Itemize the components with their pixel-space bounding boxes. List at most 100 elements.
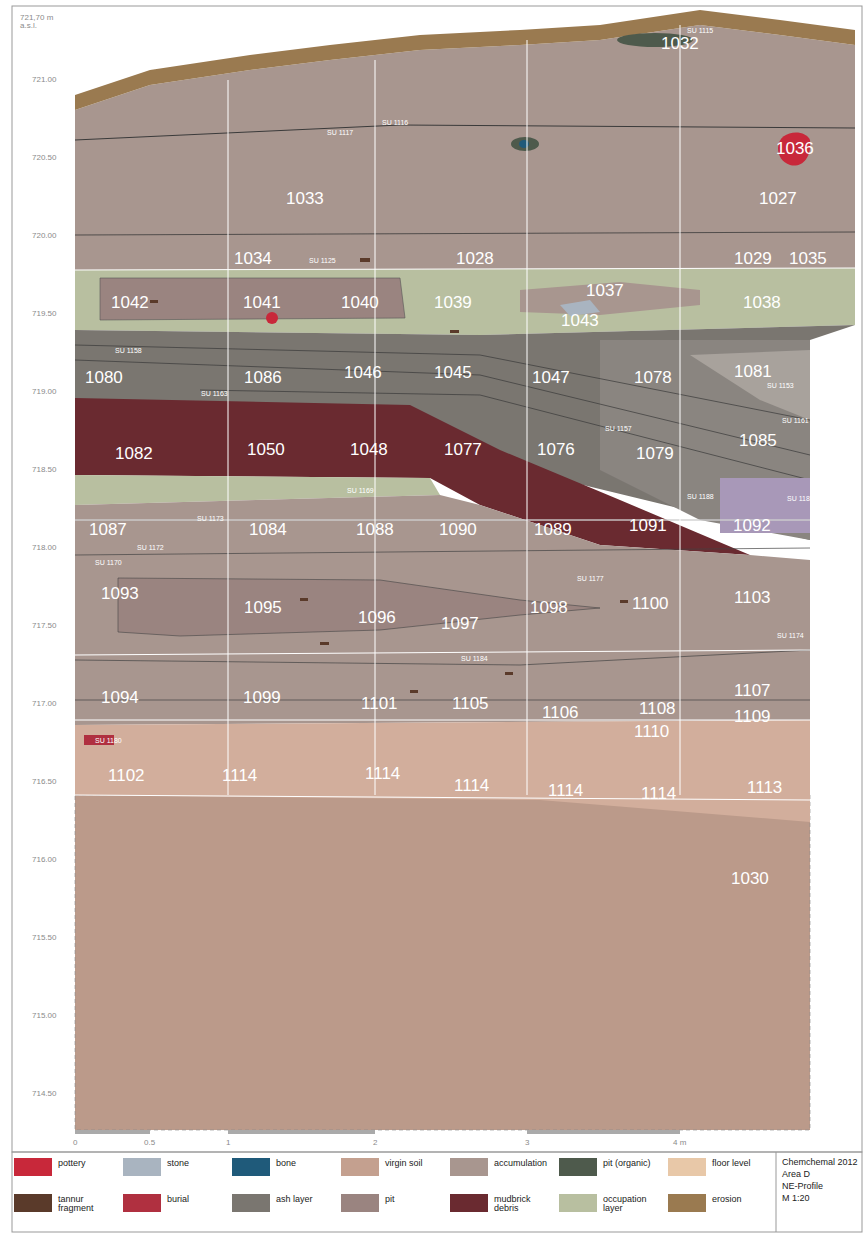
- su-number: 1106: [542, 704, 579, 721]
- su-number: 1092: [733, 517, 771, 534]
- su-label: SU 1188: [687, 493, 714, 500]
- title-block-text: Area D: [782, 1170, 810, 1179]
- elevation-label: 715.00: [32, 1012, 56, 1020]
- su-number: 1109: [734, 708, 771, 725]
- su-number: 1086: [244, 369, 282, 386]
- legend-text: virgin soil: [385, 1159, 435, 1168]
- su-number: 1033: [286, 190, 324, 207]
- su-number: 1108: [639, 700, 676, 717]
- su-number: 1088: [356, 521, 394, 538]
- elevation-label: 717.00: [32, 700, 56, 708]
- legend-text: mudbrick debris: [494, 1195, 544, 1214]
- su-number: 1076: [537, 441, 575, 458]
- legend-swatch: [123, 1158, 161, 1176]
- su-number: 1082: [115, 445, 153, 462]
- su-number: 1098: [530, 599, 568, 616]
- su-number: 1094: [101, 689, 139, 706]
- title-block-text: M 1:20: [782, 1194, 810, 1203]
- su-label: SU 1169: [347, 487, 374, 494]
- title-block-text: Chemchemal 2012: [782, 1158, 858, 1167]
- legend-swatch: [14, 1158, 52, 1176]
- scale-label: 0: [73, 1139, 77, 1147]
- su-number: 1096: [358, 609, 396, 626]
- su-label: SU 1161: [782, 417, 809, 424]
- su-number: 1028: [456, 250, 494, 267]
- elevation-label: 716.00: [32, 856, 56, 864]
- legend-swatch: [559, 1194, 597, 1212]
- su-label: SU 1174: [777, 632, 804, 639]
- legend-swatch: [232, 1194, 270, 1212]
- su-label: SU 1184: [461, 655, 488, 662]
- su-number: 1039: [434, 294, 472, 311]
- su-number: 1041: [243, 294, 281, 311]
- elevation-label: 717.50: [32, 622, 56, 630]
- su-label: SU 1163: [201, 390, 228, 397]
- su-number: 1048: [350, 441, 388, 458]
- su-number: 1035: [789, 250, 827, 267]
- su-number: 1045: [434, 364, 472, 381]
- legend-swatch: [14, 1194, 52, 1212]
- su-number: 1036: [776, 140, 814, 157]
- su-number: 1114: [365, 765, 400, 782]
- su-number: 1084: [249, 521, 287, 538]
- elevation-label: 721.00: [32, 76, 56, 84]
- su-number: 1042: [111, 294, 149, 311]
- scale-label: 1: [226, 1139, 230, 1147]
- legend-text: bone: [276, 1159, 326, 1168]
- legend-swatch: [232, 1158, 270, 1176]
- elevation-label: 715.50: [32, 934, 56, 942]
- su-number: 1027: [759, 190, 797, 207]
- su-number: 1078: [634, 369, 672, 386]
- su-number: 1105: [452, 695, 489, 712]
- elevation-label: 720.50: [32, 154, 56, 162]
- su-number: 1046: [344, 364, 382, 381]
- su-label: SU 1153: [767, 382, 794, 389]
- su-number: 1038: [743, 294, 781, 311]
- su-number: 1097: [441, 615, 479, 632]
- su-label: SU 1180: [95, 737, 122, 744]
- su-number: 1080: [85, 369, 123, 386]
- su-number: 1077: [444, 441, 482, 458]
- legend-swatch: [341, 1158, 379, 1176]
- elevation-label: 714.50: [32, 1090, 56, 1098]
- su-number: 1114: [222, 767, 257, 784]
- su-number: 1050: [247, 441, 285, 458]
- su-number: 1030: [731, 870, 769, 887]
- elevation-label: 718.00: [32, 544, 56, 552]
- su-label: SU 1172: [137, 544, 164, 551]
- legend-swatch: [123, 1194, 161, 1212]
- scale-label: 3: [525, 1139, 529, 1147]
- legend-text: erosion: [712, 1195, 762, 1204]
- su-number: 1087: [89, 521, 127, 538]
- su-number: 1113: [747, 779, 782, 796]
- title-block-text: NE-Profile: [782, 1182, 823, 1191]
- su-label: SU 1117: [327, 129, 353, 136]
- su-number: 1079: [636, 445, 674, 462]
- su-label: SU 1125: [309, 257, 336, 264]
- legend-swatch: [450, 1158, 488, 1176]
- su-number: 1114: [641, 785, 676, 802]
- su-number: 1089: [534, 521, 572, 538]
- legend-text: stone: [167, 1159, 217, 1168]
- su-number: 1091: [629, 517, 667, 534]
- legend-swatch: [559, 1158, 597, 1176]
- su-label: SU 1116: [382, 119, 408, 126]
- elevation-label: 719.00: [32, 388, 56, 396]
- legend-text: pottery: [58, 1159, 108, 1168]
- su-number: 1090: [439, 521, 477, 538]
- su-number: 1102: [108, 767, 145, 784]
- legend-swatch: [668, 1158, 706, 1176]
- su-number: 1047: [532, 369, 570, 386]
- su-number: 1081: [734, 363, 772, 380]
- legend-swatch: [341, 1194, 379, 1212]
- legend-swatch: [450, 1194, 488, 1212]
- legend-text: floor level: [712, 1159, 762, 1168]
- elevation-label: 720.00: [32, 232, 56, 240]
- su-label: SU 1170: [95, 559, 122, 566]
- legend-text: pit (organic): [603, 1159, 653, 1168]
- elevation-label: 719.50: [32, 310, 56, 318]
- su-number: 1037: [586, 282, 624, 299]
- su-number: 1099: [243, 689, 281, 706]
- su-number: 1040: [341, 294, 379, 311]
